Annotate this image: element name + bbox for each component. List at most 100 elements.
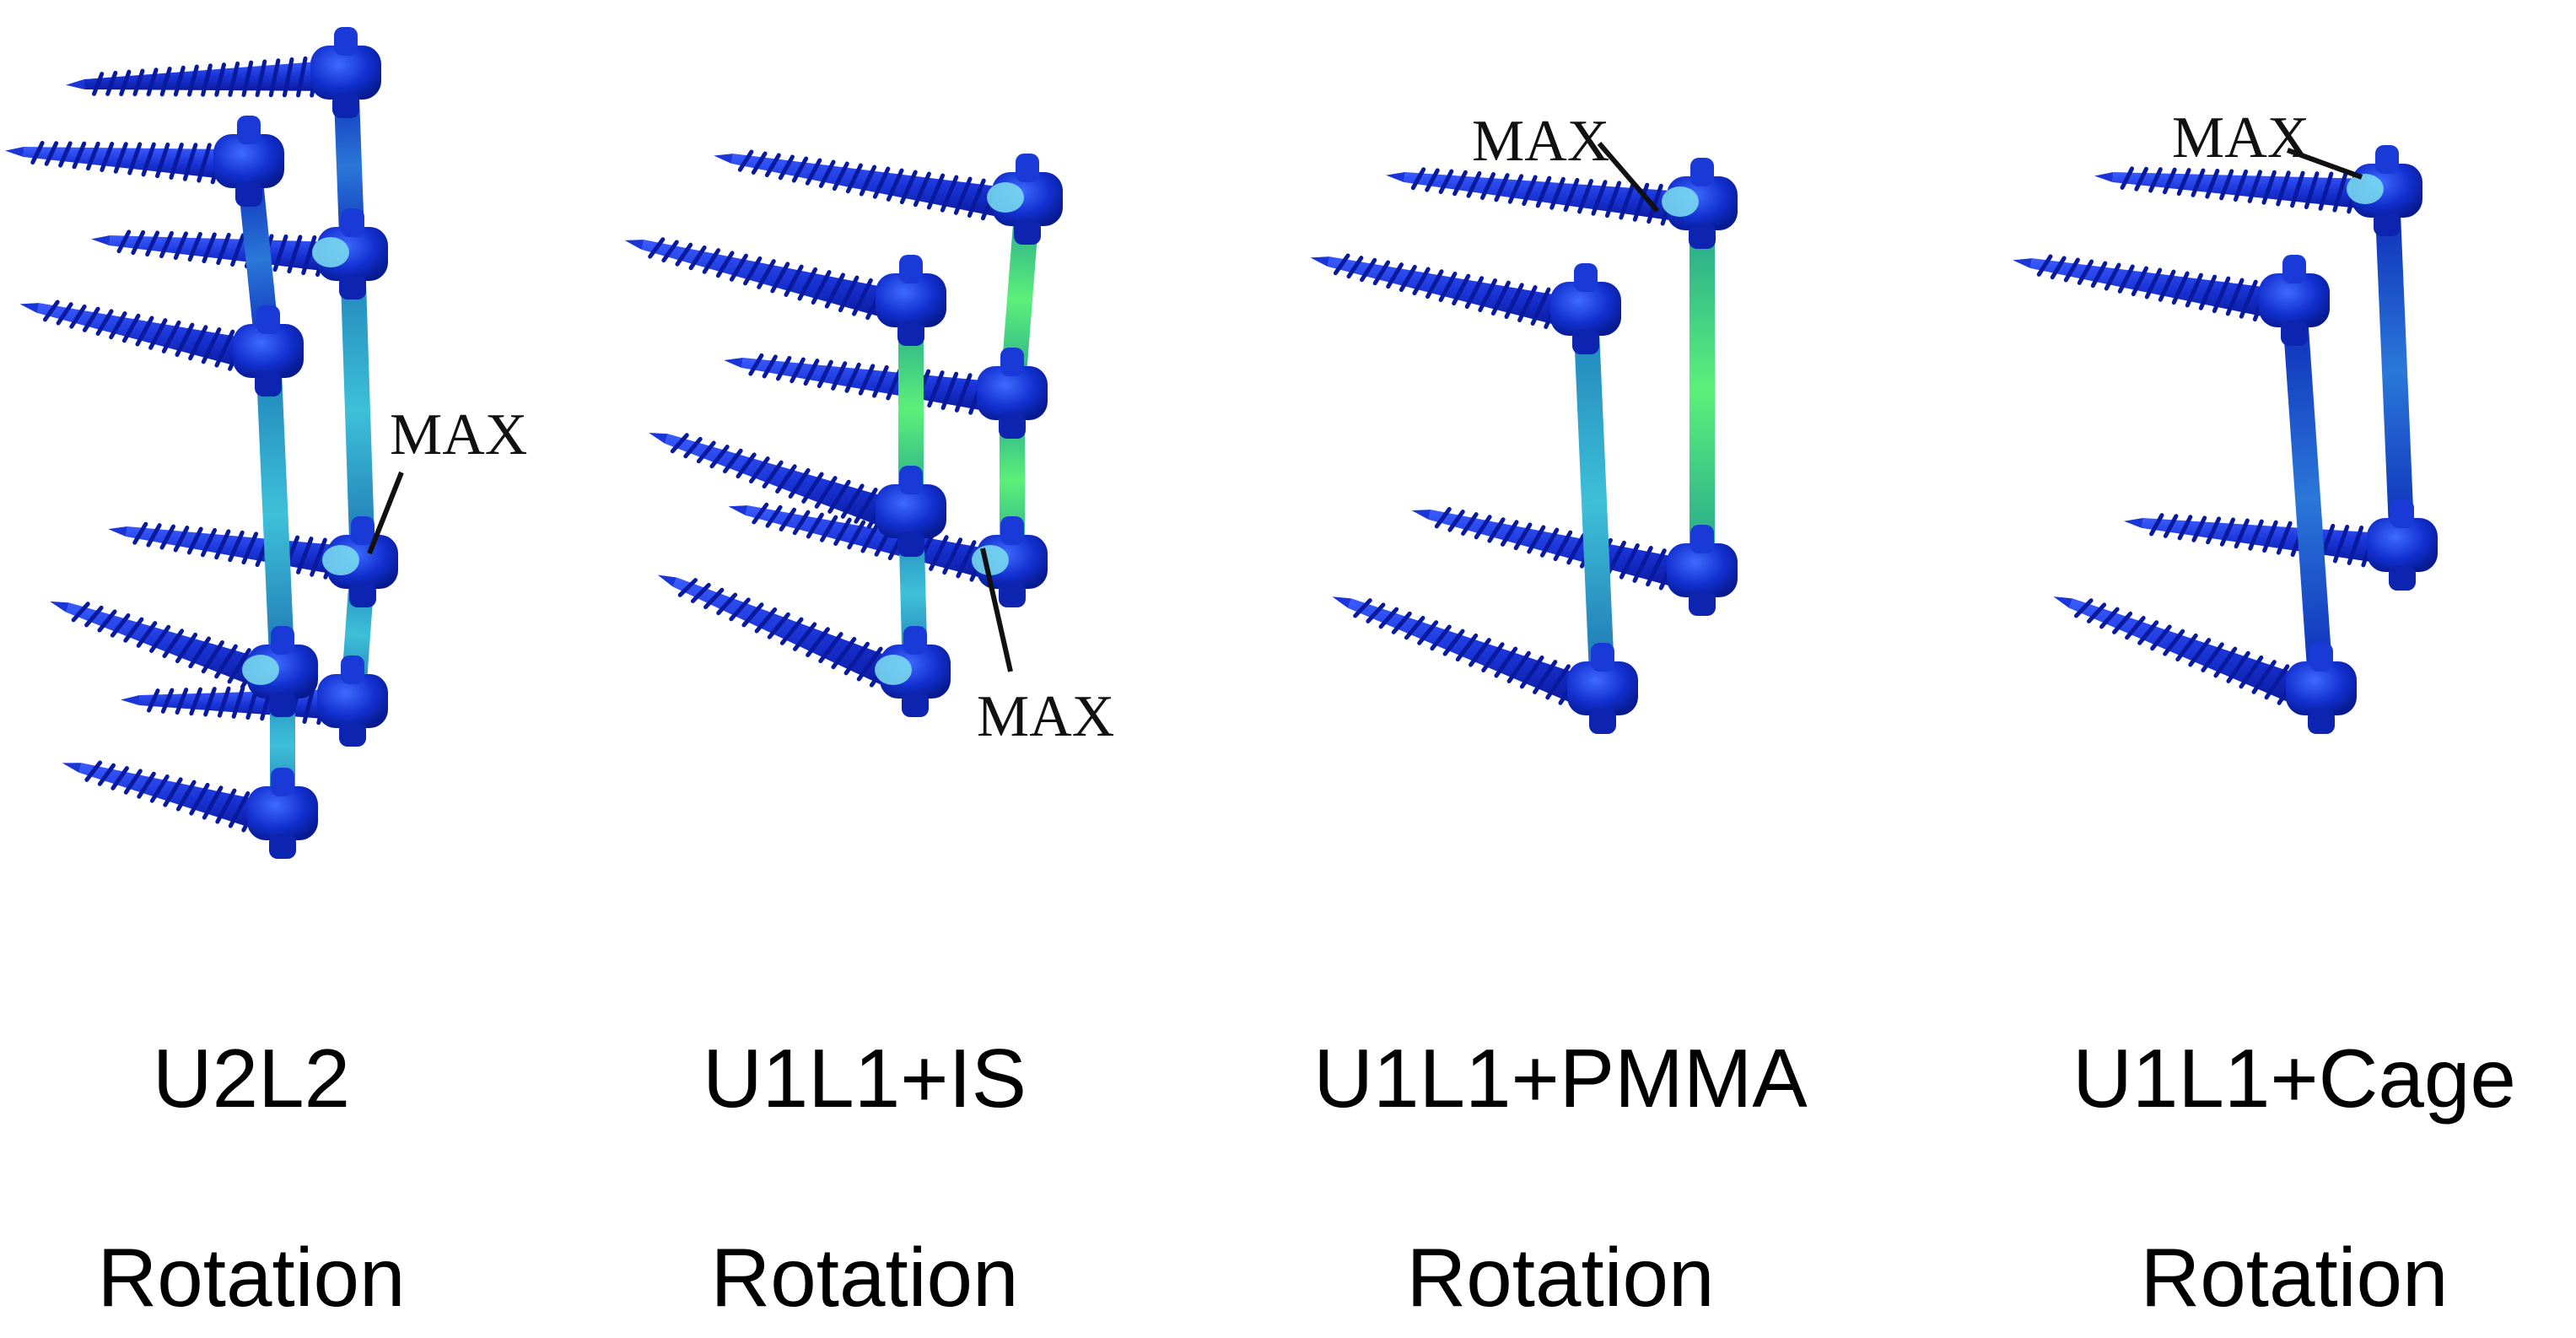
screw-thread [1469, 638, 1491, 667]
screw-thread [282, 57, 294, 98]
screw-tip [2013, 258, 2032, 268]
screw-thread [1545, 664, 1571, 700]
screw-thread [2219, 517, 2236, 547]
head-base [1014, 219, 1041, 245]
screw-tip [624, 240, 644, 250]
connecting-rod [256, 353, 295, 676]
screw-thread [899, 170, 918, 205]
screw-thread [1646, 183, 1663, 224]
head-base [339, 721, 366, 747]
screw-thread [132, 521, 148, 545]
screw-thread [764, 153, 781, 178]
screw-thread [1632, 182, 1650, 222]
screw-thread [146, 523, 162, 548]
head-base [2389, 565, 2416, 591]
screw-thread [175, 632, 198, 664]
screw-thread [843, 641, 870, 676]
head-base [1572, 329, 1599, 354]
head-body [876, 484, 946, 538]
screw-thread [2125, 616, 2146, 640]
head-body [1550, 282, 1621, 336]
screw-tip [728, 505, 748, 515]
screw-thread [2063, 257, 2080, 283]
stress-hotspot [987, 182, 1024, 213]
screw-thread [770, 262, 790, 294]
screw-thread [2144, 267, 2163, 299]
screw-thread [1539, 527, 1560, 558]
screw-thread [1461, 512, 1479, 536]
screw-thread [105, 70, 118, 96]
screw-thread [2198, 274, 2218, 310]
screw-head [2367, 499, 2438, 591]
screw-thread [2163, 514, 2179, 538]
screw-thread [1507, 174, 1524, 204]
head-body [876, 273, 946, 327]
set-screw [271, 626, 294, 655]
screw-thread [2226, 650, 2250, 683]
screw-tip [91, 235, 110, 245]
screw-thread [1478, 278, 1497, 313]
panel-u1l1-pmma-model [1310, 158, 1738, 734]
screw-thread [2225, 278, 2245, 316]
head-base [1689, 224, 1716, 249]
head-body [213, 134, 284, 188]
screw-thread [2188, 638, 2212, 667]
screw-thread [833, 517, 852, 546]
pedicle-screw [1386, 167, 1684, 226]
screw-thread [2219, 169, 2234, 201]
screw-thread [301, 235, 317, 276]
panel-label-u1l1-pmma: U1L1+PMMA [1313, 1032, 1808, 1125]
screw-thread [2239, 655, 2264, 689]
screw-thread [954, 373, 973, 413]
screw-thread [1481, 642, 1505, 673]
screw-thread [940, 175, 959, 213]
max-annotation-u2l2: MAX [367, 402, 527, 555]
screw-thread [824, 272, 845, 309]
max-annotation-u1l1-cage: MAX [2172, 105, 2363, 180]
screw-thread [287, 235, 303, 274]
screw-thread [2131, 266, 2148, 297]
screw-thread [927, 370, 945, 408]
screw-thread [148, 318, 168, 350]
screw-shank [665, 434, 897, 530]
max-label: MAX [2172, 105, 2309, 170]
set-screw [903, 626, 927, 655]
screw-thread [131, 229, 146, 256]
screw-thread [1417, 620, 1439, 645]
screw-thread [703, 587, 725, 610]
screw-thread [149, 624, 171, 653]
panel-u2l2-model [5, 27, 398, 859]
screw-head [312, 208, 388, 299]
pedicle-screw [724, 353, 994, 415]
screw-thread [217, 686, 231, 718]
max-label: MAX [390, 402, 527, 467]
screw-thread [1577, 179, 1593, 214]
screw-tip [657, 575, 677, 587]
screw-thread [149, 774, 170, 803]
screw-head [875, 626, 951, 717]
screw-thread [160, 688, 175, 714]
max-label: MAX [977, 684, 1114, 749]
stress-hotspot [972, 545, 1009, 575]
screw-thread [2332, 524, 2350, 564]
pedicle-screw [50, 601, 271, 690]
screw-thread [202, 785, 224, 820]
screw-tip [2053, 596, 2073, 608]
screw-thread [803, 359, 820, 386]
screw-thread [1517, 284, 1538, 323]
screw-thread [751, 151, 768, 175]
head-base [332, 93, 359, 118]
connecting-rod [1689, 207, 1715, 574]
screw-thread [186, 64, 199, 97]
screw-thread [1549, 176, 1566, 210]
screw-thread [2347, 526, 2364, 565]
screw-thread [161, 320, 181, 353]
screw-thread [801, 472, 824, 504]
screw-thread [762, 354, 778, 379]
screw-thread [231, 686, 245, 719]
screw-head [317, 656, 388, 747]
screw-thread [940, 371, 959, 410]
pedicle-screw [19, 299, 255, 371]
screw-thread [1632, 546, 1653, 583]
screw-tip [1332, 596, 1352, 608]
